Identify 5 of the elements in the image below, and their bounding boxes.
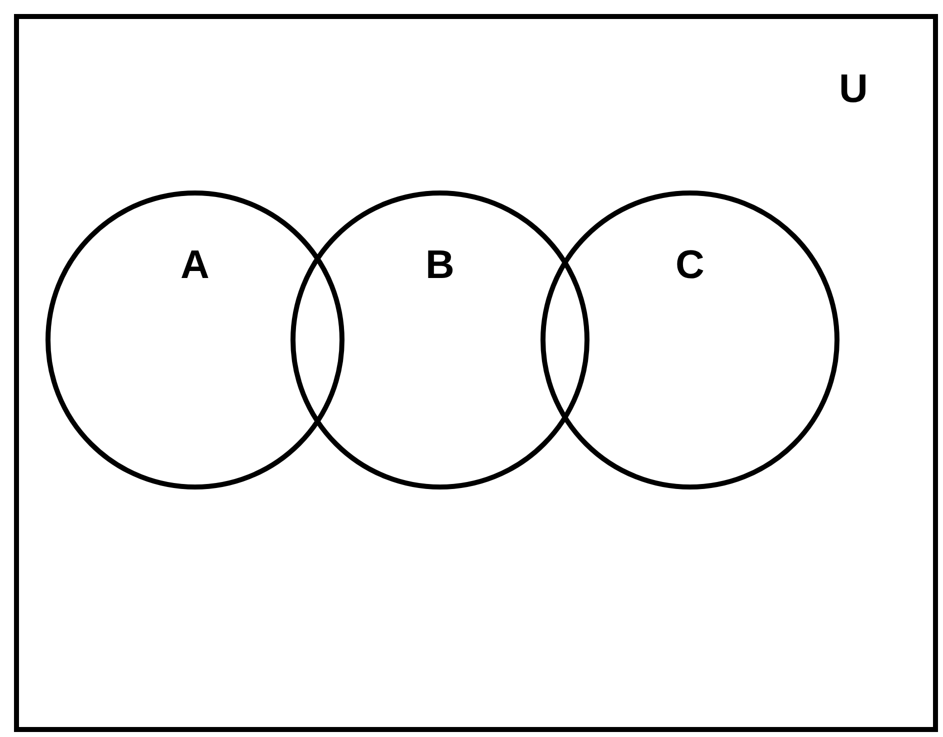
- set-label: U: [839, 69, 868, 109]
- universal-set-frame: [14, 14, 938, 732]
- set-label: A: [180, 245, 210, 285]
- set-label: C: [676, 245, 704, 285]
- set-label: B: [426, 245, 454, 285]
